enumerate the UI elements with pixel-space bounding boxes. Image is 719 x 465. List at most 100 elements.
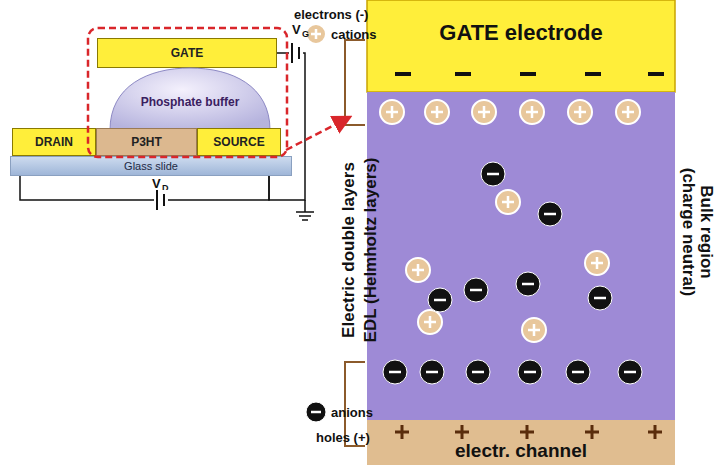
node-text: GATE [171,46,203,60]
anion [464,278,488,302]
electron-mark [395,72,411,76]
cation-sign [574,106,586,118]
anion [420,360,444,384]
node-text: electr. channel [455,440,587,462]
node-text: P3HT [131,135,162,149]
semiconductor-film: P3HT [96,128,197,156]
battery-patch [154,190,168,210]
electron-mark [585,72,601,76]
text-label: holes (+) [316,430,370,445]
rotated-label: Electric double layers [339,162,359,338]
anion [518,360,542,384]
text-label: D [162,183,169,193]
text-label: G [302,29,309,39]
cation [418,310,442,334]
electron-mark [455,72,471,76]
anion-sign [524,371,536,374]
zoom-frame [88,28,287,157]
node-text: GATE electrode [439,20,602,46]
anion [588,286,612,310]
cation-sign [478,106,490,118]
anion-sign [472,371,484,374]
cation-sign [622,106,634,118]
gate-electrode: GATE electrode [367,0,675,92]
text-label: V [292,22,301,37]
gate-electrode-fill [367,0,675,92]
node-text: Phosphate buffer [141,96,240,110]
rotated-label: (charge neutral) [678,168,698,296]
wire [269,53,305,200]
cation [496,190,520,214]
anion-icon [311,411,321,414]
cation [380,100,404,124]
channel-band: electr. channel [367,420,675,465]
anion-sign [470,289,482,292]
battery-symbol [292,43,299,63]
zoom-arrow [286,118,348,150]
anion-sign [544,213,556,216]
node-text: Glass slide [124,160,178,172]
cation-sign [424,316,436,328]
anion [481,162,505,186]
anion-sign [594,297,606,300]
cation-sign [431,106,443,118]
anion-sign [389,371,401,374]
text-label: anions [331,405,373,420]
hole-mark [648,425,662,439]
rotated-label: EDL (Helmholtz layers) [361,158,381,343]
anion-sign [572,371,584,374]
anion [383,360,407,384]
anion-icon [306,402,326,422]
gate-box: GATE [97,38,277,68]
anion [618,360,642,384]
node-text: DRAIN [35,135,73,149]
text-label: electrons (-) [294,7,368,22]
electron-mark [648,72,664,76]
cation-sign [526,106,538,118]
anion-sign [487,173,499,176]
channel-fill [367,420,675,465]
electron-mark [520,72,536,76]
text-label: V [152,176,161,191]
bracket [345,40,365,125]
cation-icon [311,29,321,39]
anion-sign [624,371,636,374]
cation [472,100,496,124]
rotated-label: Bulk region [696,185,716,279]
anion-sign [434,299,446,302]
cation [568,100,592,124]
cation [616,100,640,124]
hole-mark [585,425,599,439]
anion [428,288,452,312]
ground-symbol [296,200,314,220]
buffer-drop: Phosphate buffer [108,66,272,130]
anion [466,360,490,384]
cation [520,100,544,124]
charge-marks [380,72,664,439]
cation [585,251,609,275]
cation-sign [502,196,514,208]
hole-mark [395,425,409,439]
anion-sign [522,283,534,286]
cation-sign [386,106,398,118]
anion-sign [426,371,438,374]
text-label: cations [331,27,377,42]
source-electrode: SOURCE [197,128,281,156]
cation [522,318,546,342]
hole-mark [455,425,469,439]
cation-sign [528,324,540,336]
hole-mark [520,425,534,439]
cation-sign [591,257,603,269]
anion [538,202,562,226]
electrolyte-region [367,92,675,420]
cation [425,100,449,124]
glass-slide: Glass slide [10,156,292,176]
anion [566,360,590,384]
battery-patch [289,44,303,64]
battery-symbol [157,190,164,210]
cation-sign [412,264,424,276]
